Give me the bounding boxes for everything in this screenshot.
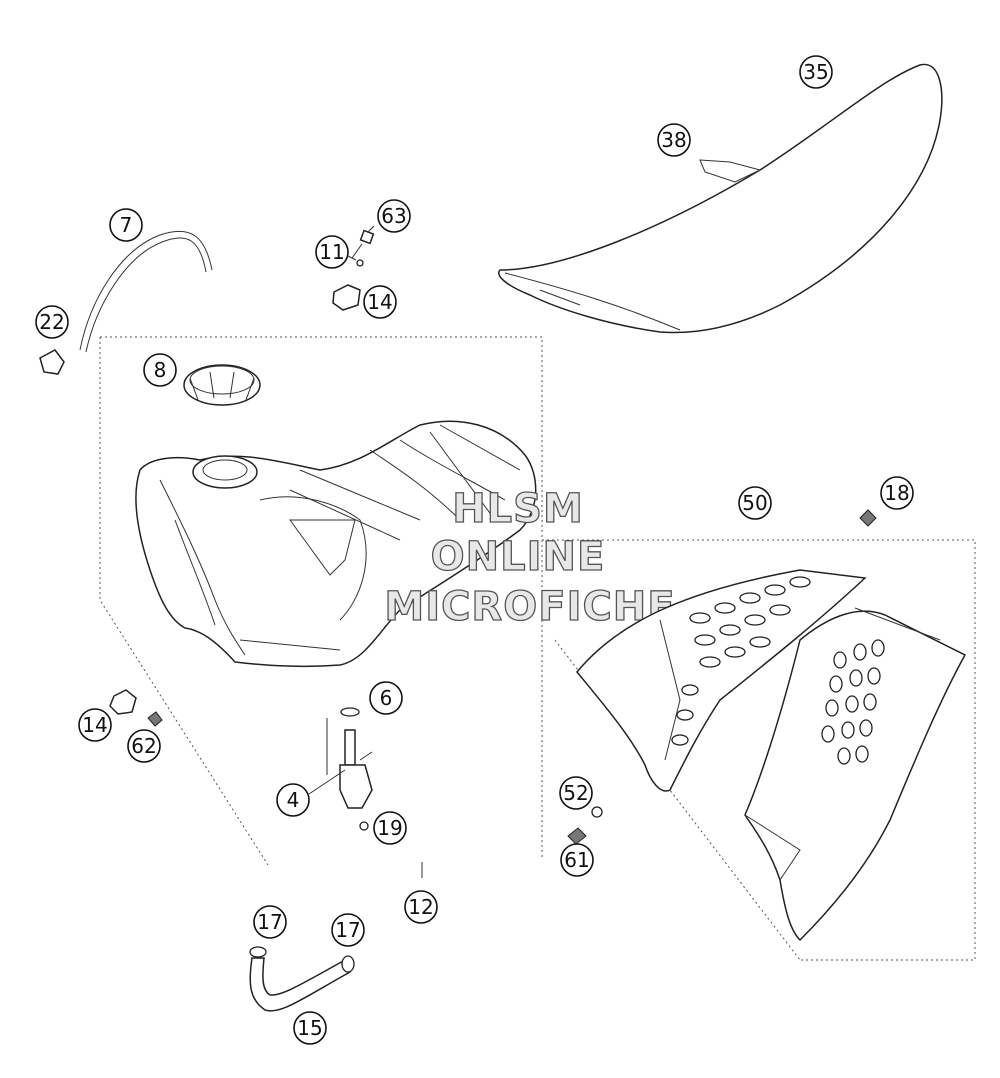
- callout-35[interactable]: 35: [799, 55, 833, 89]
- spoiler-screw[interactable]: [567, 827, 587, 845]
- callout-14-left[interactable]: 14: [78, 708, 112, 742]
- spoiler-washer[interactable]: [591, 806, 603, 818]
- rubber-nut[interactable]: [332, 284, 361, 311]
- callout-18-label: 18: [884, 481, 909, 505]
- callout-62[interactable]: 62: [127, 729, 161, 763]
- callout-63[interactable]: 63: [377, 199, 411, 233]
- callout-52-label: 52: [563, 781, 588, 805]
- washer[interactable]: [356, 259, 364, 267]
- callout-15-label: 15: [297, 1016, 322, 1040]
- tank-cap[interactable]: [183, 364, 261, 406]
- spoiler-bolt[interactable]: [859, 509, 877, 527]
- callout-12-label: 12: [408, 895, 433, 919]
- watermark-line-1: HLSM: [452, 486, 584, 532]
- callout-11-label: 11: [319, 240, 344, 264]
- spoiler-right[interactable]: [744, 607, 967, 942]
- hose-clip[interactable]: [39, 349, 65, 375]
- callout-17-right[interactable]: 17: [331, 913, 365, 947]
- fuel-hose[interactable]: [249, 946, 355, 1012]
- vent-holes-right: [821, 639, 885, 765]
- callout-8-label: 8: [154, 358, 167, 382]
- spoiler-group-boundary: [542, 539, 976, 961]
- callout-52[interactable]: 52: [559, 776, 593, 810]
- watermark-line-2: ONLINE: [431, 534, 606, 580]
- callout-4-label: 4: [287, 788, 300, 812]
- callout-17-left[interactable]: 17: [253, 905, 287, 939]
- breather-hose[interactable]: [79, 230, 213, 353]
- callout-22-label: 22: [39, 310, 64, 334]
- callout-61[interactable]: 61: [560, 843, 594, 877]
- rubber-grommet[interactable]: [109, 689, 137, 715]
- callout-4[interactable]: 4: [276, 783, 310, 817]
- callout-61-label: 61: [564, 848, 589, 872]
- tank-group-boundary: [99, 336, 543, 866]
- callout-15[interactable]: 15: [293, 1011, 327, 1045]
- callout-62-label: 62: [131, 734, 156, 758]
- callout-7-label: 7: [120, 213, 133, 237]
- callout-6[interactable]: 6: [369, 681, 403, 715]
- leader-lines: [308, 225, 375, 795]
- o-ring[interactable]: [340, 707, 360, 717]
- callout-14-top[interactable]: 14: [363, 285, 397, 319]
- watermark: HLSM ONLINE MICROFICHE: [384, 485, 676, 630]
- callout-17-right-label: 17: [335, 918, 360, 942]
- callout-38-label: 38: [661, 128, 686, 152]
- callout-7[interactable]: 7: [109, 208, 143, 242]
- fuel-tap[interactable]: [326, 718, 373, 831]
- bolt[interactable]: [147, 711, 163, 727]
- callout-38[interactable]: 38: [657, 123, 691, 157]
- callout-8[interactable]: 8: [143, 353, 177, 387]
- callout-50-label: 50: [742, 491, 767, 515]
- callout-35-label: 35: [803, 60, 828, 84]
- callout-11[interactable]: 11: [315, 235, 349, 269]
- callout-63-label: 63: [381, 204, 406, 228]
- callout-19-label: 19: [377, 816, 402, 840]
- seat[interactable]: [498, 63, 943, 334]
- callout-18[interactable]: 18: [880, 476, 914, 510]
- callout-14-left-label: 14: [82, 713, 107, 737]
- callout-14-top-label: 14: [367, 290, 392, 314]
- callout-19[interactable]: 19: [373, 811, 407, 845]
- callout-17-left-label: 17: [257, 910, 282, 934]
- screw[interactable]: [351, 229, 375, 259]
- vent-holes-left: [671, 576, 811, 746]
- fuel-tank[interactable]: [135, 420, 537, 667]
- callout-50[interactable]: 50: [738, 486, 772, 520]
- callout-6-label: 6: [380, 686, 393, 710]
- callout-12[interactable]: 12: [404, 890, 438, 924]
- callout-22[interactable]: 22: [35, 305, 69, 339]
- spoiler-left[interactable]: [576, 569, 867, 792]
- watermark-line-3: MICROFICHE: [384, 584, 675, 630]
